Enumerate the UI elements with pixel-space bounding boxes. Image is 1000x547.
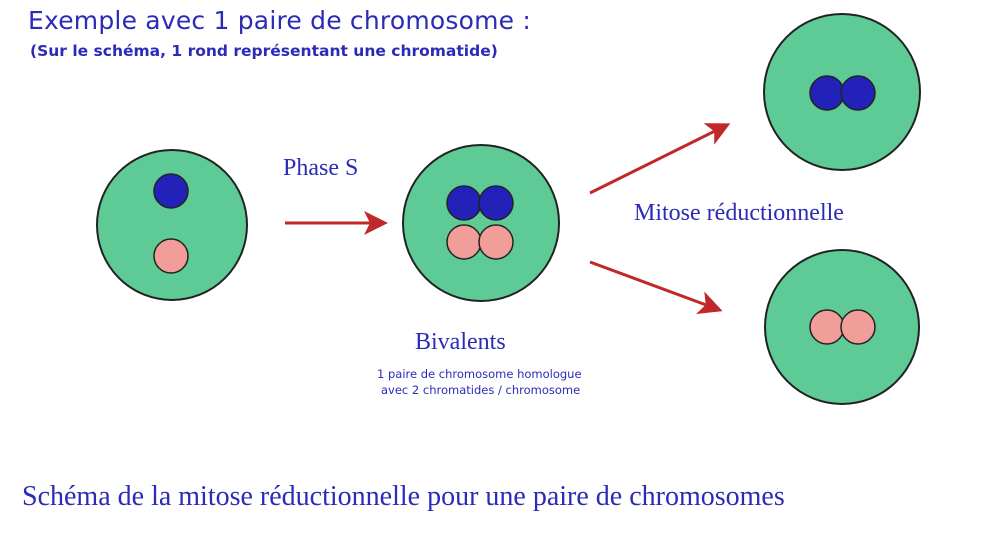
phase-s-label: Phase S	[283, 155, 359, 181]
cell-initial	[96, 149, 248, 301]
cell-membrane	[402, 144, 560, 302]
chromatid-pink	[478, 224, 514, 260]
diagram-caption: Schéma de la mitose réductionnelle pour …	[22, 481, 785, 512]
diagram-title: Exemple avec 1 paire de chromosome :	[28, 6, 532, 35]
chromatid-pink	[153, 238, 189, 274]
bivalents-description-line2: avec 2 chromatides / chromosome	[381, 383, 581, 397]
chromatid-pink	[809, 309, 845, 345]
mitose-label: Mitose réductionnelle	[634, 200, 844, 226]
arrow-to-top-cell	[589, 123, 731, 195]
chromatid-blue	[478, 185, 514, 221]
diagram-subtitle: (Sur le schéma, 1 rond représentant une …	[30, 42, 498, 60]
chromatid-blue	[840, 75, 876, 111]
chromatid-blue	[809, 75, 845, 111]
bivalents-description-line1: 1 paire de chromosome homologue	[377, 367, 582, 381]
arrow-to-bottom-cell	[589, 260, 723, 315]
chromatid-blue	[446, 185, 482, 221]
chromatid-blue	[153, 173, 189, 209]
cell-daughter-top	[763, 13, 921, 171]
bivalents-label: Bivalents	[415, 329, 506, 355]
cell-membrane	[96, 149, 248, 301]
cell-bivalents	[402, 144, 560, 302]
chromatid-pink	[446, 224, 482, 260]
chromatid-pink	[840, 309, 876, 345]
cell-daughter-bottom	[764, 249, 920, 405]
